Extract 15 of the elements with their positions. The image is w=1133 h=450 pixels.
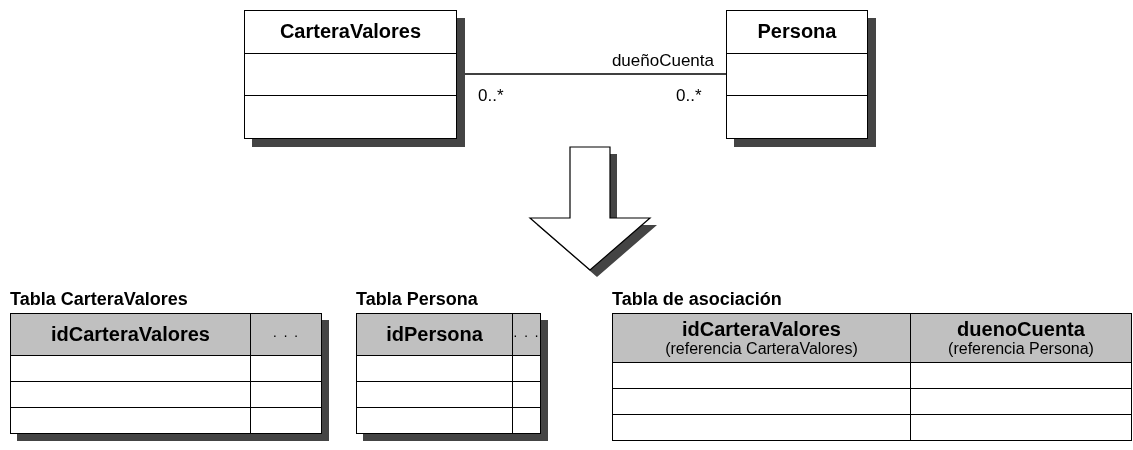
class-name: CarteraValores bbox=[279, 20, 422, 44]
table-title: Tabla Persona bbox=[356, 288, 479, 310]
column-header: duenoCuenta bbox=[956, 318, 1086, 340]
column-header: idCarteraValores bbox=[50, 324, 211, 345]
class-name: Persona bbox=[757, 20, 837, 44]
multiplicity-label: 0..* bbox=[478, 86, 504, 106]
column-header: idCarteraValores bbox=[681, 318, 842, 340]
ellipsis: · · · bbox=[513, 326, 540, 343]
ellipsis: · · · bbox=[271, 326, 301, 343]
table-title: Tabla de asociación bbox=[612, 288, 783, 310]
multiplicity-label: 0..* bbox=[676, 86, 702, 106]
column-note: (referencia CarteraValores) bbox=[664, 339, 859, 358]
column-note: (referencia Persona) bbox=[947, 339, 1095, 358]
column-header: idPersona bbox=[385, 324, 484, 345]
table-title: Tabla CarteraValores bbox=[10, 288, 189, 310]
